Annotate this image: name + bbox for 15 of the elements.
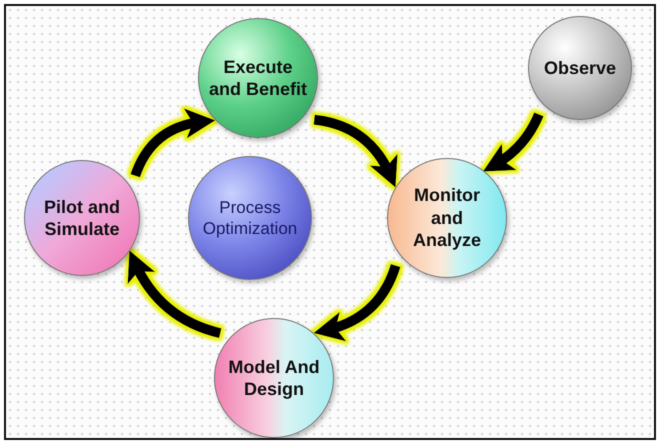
circle-node	[528, 16, 632, 120]
circle-node	[188, 156, 312, 280]
node-label: Monitor and Analyze	[412, 184, 482, 252]
node-label: Model And Design	[227, 356, 321, 400]
circle-node	[198, 18, 318, 138]
curved-arrow	[314, 264, 400, 340]
circle-node	[24, 160, 140, 276]
circle-node	[214, 318, 334, 438]
node-label: Observe	[542, 56, 618, 80]
node-label: Pilot and Simulate	[43, 196, 121, 240]
circle-node	[387, 158, 507, 278]
curved-arrow	[483, 112, 544, 172]
node-label: Process Optimization	[202, 196, 298, 240]
node-label: Execute and Benefit	[208, 56, 308, 100]
curved-arrow	[130, 109, 216, 178]
